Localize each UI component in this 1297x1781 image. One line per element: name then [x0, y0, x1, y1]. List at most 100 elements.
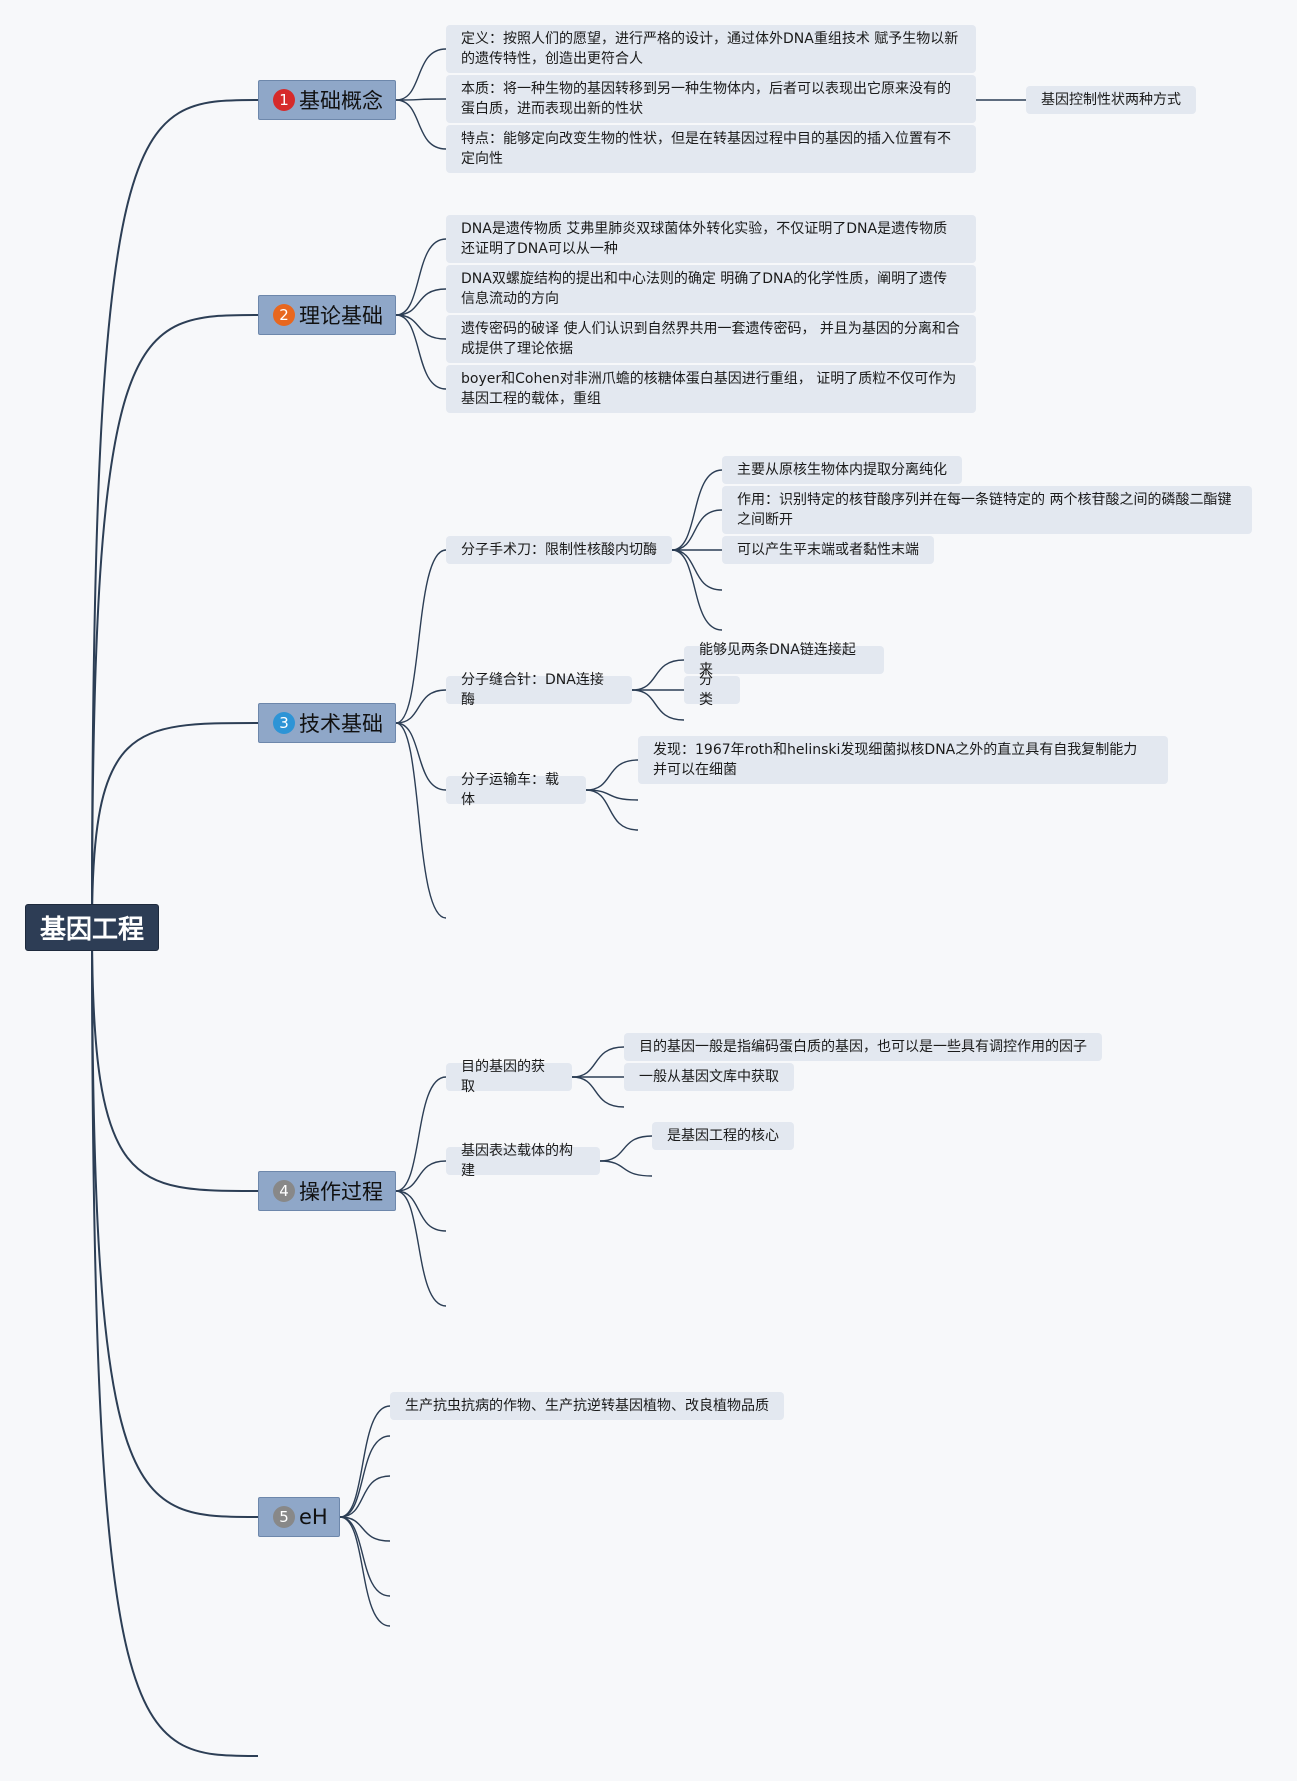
- connector-line: [395, 48, 447, 101]
- connector-line: [671, 469, 723, 551]
- tech-scissors-item[interactable]: 作用：识别特定的核苷酸序列并在每一条链特定的 两个核苷酸之间的磷酸二酯键之间断开: [722, 486, 1252, 534]
- connector-line: [395, 1190, 447, 1307]
- connector-line: [631, 659, 685, 691]
- node-text: 可以产生平末端或者黏性末端: [737, 542, 919, 558]
- branch-title: 操作过程: [299, 1180, 383, 1204]
- node-text: 目的基因一般是指编码蛋白质的基因，也可以是一些具有调控作用的因子: [639, 1039, 1087, 1055]
- concept-feature[interactable]: 特点：能够定向改变生物的性状，但是在转基因过程中目的基因的插入位置有不定向性: [446, 125, 976, 173]
- procedure-step[interactable]: 目的基因的获取: [446, 1059, 572, 1095]
- application-item[interactable]: 生产抗虫抗病的作物、生产抗逆转基因植物、改良植物品质: [390, 1392, 784, 1420]
- tech-scissors[interactable]: 分子手术刀：限制性核酸内切酶: [446, 536, 672, 564]
- branch-title: eH: [299, 1505, 328, 1529]
- connector-line: [339, 1516, 391, 1597]
- branch-theory[interactable]: 2 理论基础: [258, 295, 396, 335]
- connector-line: [395, 1076, 447, 1192]
- connector-line: [395, 1160, 447, 1192]
- branch-basic-concept[interactable]: 1 基础概念: [258, 80, 396, 120]
- connector-line: [91, 722, 259, 928]
- node-text: DNA双螺旋结构的提出和中心法则的确定 明确了DNA的化学性质，阐明了遗传信息流…: [461, 271, 948, 307]
- connector-line: [91, 926, 259, 1757]
- tech-vector[interactable]: 分子运输车：载体: [446, 772, 586, 808]
- tech-vector-item[interactable]: 发现：1967年roth和helinski发现细菌拟核DNA之外的直立具有自我复…: [638, 736, 1168, 784]
- node-text: 能够见两条DNA链连接起来: [699, 642, 856, 678]
- connector-line: [599, 1160, 653, 1177]
- theory-item[interactable]: boyer和Cohen对非洲爪蟾的核糖体蛋白基因进行重组， 证明了质粒不仅可作为…: [446, 365, 976, 413]
- branch-technology[interactable]: 3 技术基础: [258, 703, 396, 743]
- node-text: 目的基因的获取: [461, 1059, 545, 1095]
- procedure-step-item[interactable]: 目的基因一般是指编码蛋白质的基因，也可以是一些具有调控作用的因子: [624, 1033, 1102, 1061]
- tech-scissors-item[interactable]: 主要从原核生物体内提取分离纯化: [722, 456, 962, 484]
- number-badge-icon: 2: [273, 304, 295, 326]
- node-text: 遗传密码的破译 使人们认识到自然界共用一套遗传密码， 并且为基因的分离和合成提供…: [461, 321, 960, 357]
- number-badge-icon: 3: [273, 712, 295, 734]
- number-badge-icon: 5: [273, 1506, 295, 1528]
- tech-ligase[interactable]: 分子缝合针：DNA连接酶: [446, 672, 632, 708]
- root-topic[interactable]: 基因工程: [25, 904, 159, 951]
- connector-line: [91, 926, 259, 1192]
- connector-line: [395, 238, 447, 316]
- node-text: 分子缝合针：DNA连接酶: [461, 672, 604, 708]
- node-text: 是基因工程的核心: [667, 1128, 779, 1144]
- connector-line: [571, 1046, 625, 1078]
- theory-item[interactable]: DNA双螺旋结构的提出和中心法则的确定 明确了DNA的化学性质，阐明了遗传信息流…: [446, 265, 976, 313]
- connector-line: [571, 1076, 625, 1108]
- node-text: 作用：识别特定的核苷酸序列并在每一条链特定的 两个核苷酸之间的磷酸二酯键之间断开: [737, 492, 1232, 528]
- connector-line: [585, 789, 639, 801]
- node-text: 生产抗虫抗病的作物、生产抗逆转基因植物、改良植物品质: [405, 1398, 769, 1414]
- connector-line: [339, 1475, 391, 1518]
- node-text: 发现：1967年roth和helinski发现细菌拟核DNA之外的直立具有自我复…: [653, 742, 1138, 778]
- node-text: 一般从基因文库中获取: [639, 1069, 779, 1085]
- connector-line: [395, 288, 447, 316]
- connector-line: [395, 314, 447, 390]
- concept-essence[interactable]: 本质：将一种生物的基因转移到另一种生物体内，后者可以表现出它原来没有的蛋白质，进…: [446, 75, 976, 123]
- concept-extra[interactable]: 基因控制性状两种方式: [1026, 86, 1196, 114]
- connector-line: [395, 689, 447, 724]
- connector-line: [395, 1190, 447, 1232]
- connector-line: [91, 926, 259, 1518]
- connector-line: [339, 1405, 391, 1518]
- theory-item[interactable]: DNA是遗传物质 艾弗里肺炎双球菌体外转化实验，不仅证明了DNA是遗传物质还证明…: [446, 215, 976, 263]
- procedure-step-item[interactable]: 是基因工程的核心: [652, 1122, 794, 1150]
- connector-line: [585, 789, 639, 831]
- connector-line: [585, 759, 639, 791]
- tech-ligase-item[interactable]: 分类: [684, 672, 740, 708]
- branch-title: 理论基础: [299, 304, 383, 328]
- connector-line: [631, 689, 685, 721]
- node-text: 基因控制性状两种方式: [1041, 92, 1181, 108]
- connector-line: [395, 98, 447, 101]
- connector-line: [339, 1516, 391, 1627]
- branch-procedure[interactable]: 4 操作过程: [258, 1171, 396, 1211]
- tech-scissors-item[interactable]: 可以产生平末端或者黏性末端: [722, 536, 934, 564]
- concept-definition[interactable]: 定义：按照人们的愿望，进行严格的设计，通过体外DNA重组技术 赋予生物以新的遗传…: [446, 25, 976, 73]
- connector-line: [395, 722, 447, 919]
- theory-item[interactable]: 遗传密码的破译 使人们认识到自然界共用一套遗传密码， 并且为基因的分离和合成提供…: [446, 315, 976, 363]
- node-text: 分子手术刀：限制性核酸内切酶: [461, 542, 657, 558]
- connector-line: [671, 509, 723, 551]
- number-badge-icon: 1: [273, 89, 295, 111]
- branch-title: 基础概念: [299, 89, 383, 113]
- connector-line: [671, 549, 723, 591]
- connector-line: [395, 549, 447, 724]
- connector-line: [339, 1516, 391, 1542]
- connector-line: [339, 1435, 391, 1518]
- node-text: 定义：按照人们的愿望，进行严格的设计，通过体外DNA重组技术 赋予生物以新的遗传…: [461, 31, 959, 67]
- node-text: 主要从原核生物体内提取分离纯化: [737, 462, 947, 478]
- number-badge-icon: 4: [273, 1180, 295, 1202]
- procedure-step-item[interactable]: 一般从基因文库中获取: [624, 1063, 794, 1091]
- procedure-step[interactable]: 基因表达载体的构建: [446, 1143, 600, 1179]
- connector-line: [395, 722, 447, 791]
- node-text: DNA是遗传物质 艾弗里肺炎双球菌体外转化实验，不仅证明了DNA是遗传物质还证明…: [461, 221, 948, 257]
- branch-application[interactable]: 5 eH: [258, 1497, 340, 1537]
- connector-line: [671, 549, 723, 631]
- node-text: 分子运输车：载体: [461, 772, 559, 808]
- node-text: 基因表达载体的构建: [461, 1143, 573, 1179]
- node-text: 分类: [699, 672, 713, 708]
- connector-line: [91, 314, 259, 928]
- connector-line: [91, 99, 259, 928]
- branch-title: 技术基础: [299, 712, 383, 736]
- connector-line: [395, 99, 447, 150]
- node-text: boyer和Cohen对非洲爪蟾的核糖体蛋白基因进行重组， 证明了质粒不仅可作为…: [461, 371, 957, 407]
- connector-line: [599, 1135, 653, 1162]
- tech-ligase-item[interactable]: 能够见两条DNA链连接起来: [684, 642, 884, 678]
- node-text: 特点：能够定向改变生物的性状，但是在转基因过程中目的基因的插入位置有不定向性: [461, 131, 951, 167]
